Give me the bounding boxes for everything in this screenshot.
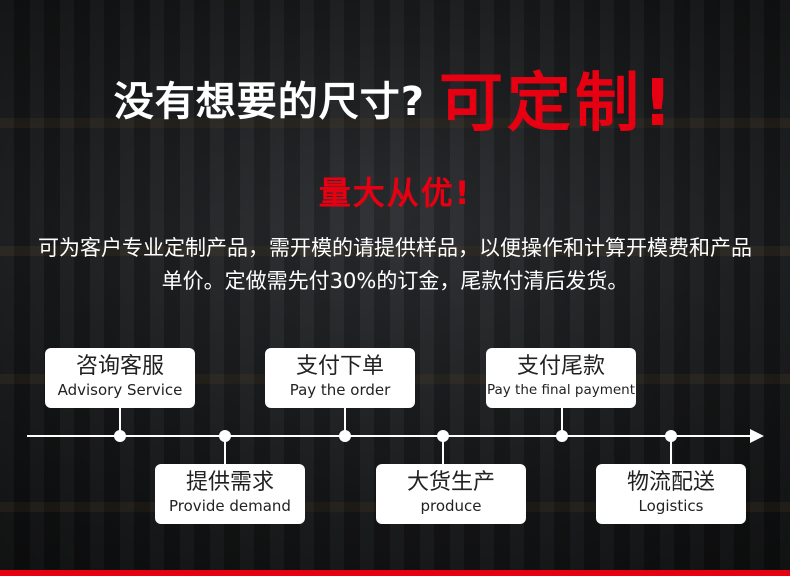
subheadline: 量大从优! [318,174,472,212]
step-subtitle: Provide demand [169,497,291,515]
step-subtitle: Pay the order [289,381,391,399]
step-logistics: 物流配送 Logistics [596,464,746,524]
headline-emphasis: 可定制! [439,67,677,141]
headline-question: 没有想要的尺寸? [113,79,425,125]
step-title: 咨询客服 [75,354,164,379]
step-dot [219,430,231,442]
step-subtitle: Logistics [638,497,704,515]
step-pay-final-payment: 支付尾款 Pay the final payment [486,348,636,408]
step-stem [670,440,672,466]
timeline-axis [27,435,753,437]
description: 可为客户专业定制产品，需开模的请提供样品，以便操作和计算开模费和产品单价。定做需… [38,236,752,293]
step-dot [437,430,449,442]
step-title: 大货生产 [406,470,495,495]
step-stem [561,406,563,432]
step-title: 提供需求 [185,470,274,495]
step-dot [339,430,351,442]
step-title: 支付下单 [295,354,384,379]
step-dot [114,430,126,442]
step-pay-the-order: 支付下单 Pay the order [265,348,415,408]
step-title: 物流配送 [626,470,715,495]
step-provide-demand: 提供需求 Provide demand [155,464,305,524]
step-stem [119,406,121,432]
step-dot [665,430,677,442]
step-subtitle: Pay the final payment [486,382,636,398]
step-stem [442,440,444,466]
step-stem [224,440,226,466]
step-produce: 大货生产 produce [376,464,526,524]
step-stem [344,406,346,432]
step-dot [556,430,568,442]
step-advisory-service: 咨询客服 Advisory Service [45,348,195,408]
headline: 没有想要的尺寸? 可定制! [0,52,790,144]
step-subtitle: produce [420,497,482,515]
step-title: 支付尾款 [516,354,605,379]
step-subtitle: Advisory Service [57,381,183,399]
bottom-accent-bar [0,570,790,576]
timeline-arrow-icon [750,429,764,443]
